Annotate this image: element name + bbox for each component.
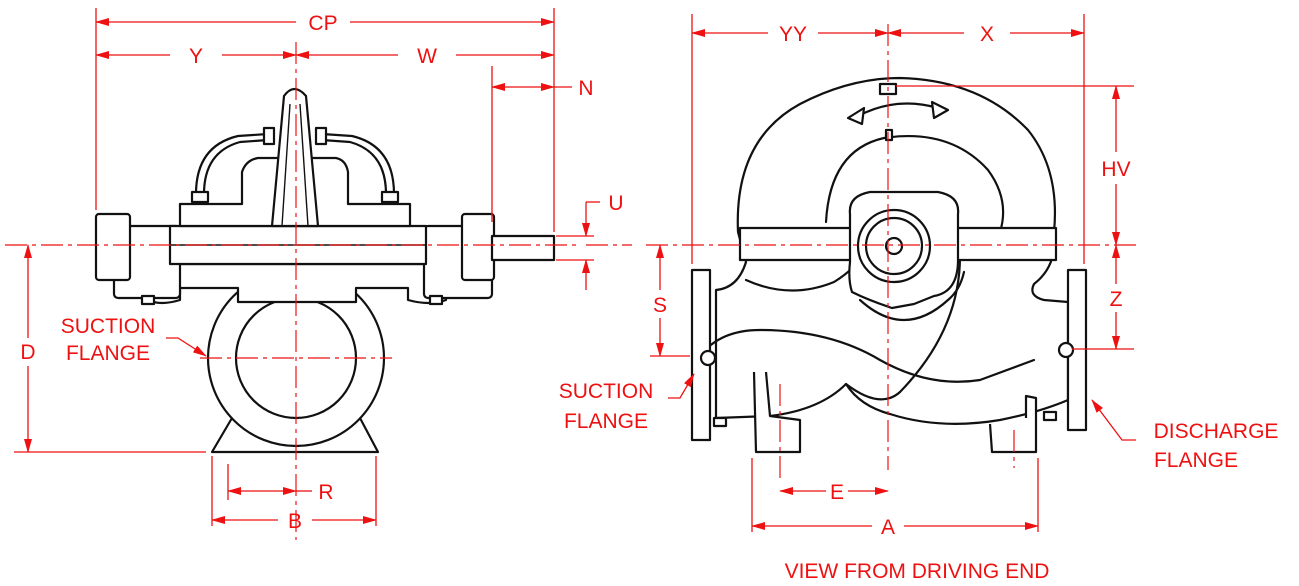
rotation-arrow bbox=[856, 102, 940, 118]
suction-flange-right-line1: SUCTION bbox=[559, 380, 654, 403]
label-d: D bbox=[20, 341, 35, 364]
label-yy: YY bbox=[779, 23, 807, 46]
end-view-dims bbox=[650, 14, 1136, 532]
label-a: A bbox=[881, 516, 895, 539]
seal-pipe-left bbox=[194, 132, 270, 196]
label-x: X bbox=[980, 23, 994, 46]
shaft bbox=[490, 234, 556, 262]
foot-left bbox=[752, 371, 802, 454]
label-s: S bbox=[653, 294, 667, 317]
label-cp: CP bbox=[308, 12, 337, 35]
end-view bbox=[690, 76, 1088, 454]
foot-right bbox=[988, 394, 1038, 454]
label-r: R bbox=[318, 481, 333, 504]
label-e: E bbox=[830, 481, 844, 504]
seal-pipe-right bbox=[320, 132, 396, 196]
bearing-cap-left bbox=[94, 212, 132, 282]
caption: VIEW FROM DRIVING END bbox=[785, 560, 1050, 583]
discharge-flange-line2: FLANGE bbox=[1154, 449, 1238, 472]
label-z: Z bbox=[1110, 288, 1123, 311]
side-view-dims bbox=[14, 8, 600, 526]
label-hv: HV bbox=[1101, 158, 1130, 181]
suction-flange-left-line1: SUCTION bbox=[61, 315, 156, 338]
label-u: U bbox=[608, 192, 623, 215]
discharge-flange-line1: DISCHARGE bbox=[1154, 420, 1279, 443]
dimension-labels: CP Y W N U D SUCTION FLANGE R B YY X HV … bbox=[16, 10, 1278, 583]
vent-tower bbox=[270, 87, 320, 228]
side-view bbox=[94, 87, 556, 454]
label-y: Y bbox=[189, 45, 203, 68]
suction-flange-right-line2: FLANGE bbox=[564, 410, 648, 433]
casing-lower bbox=[146, 262, 448, 305]
bearing-cap-right bbox=[460, 212, 496, 282]
label-n: N bbox=[578, 77, 593, 100]
suction-flange-left-line2: FLANGE bbox=[66, 342, 150, 365]
label-b: B bbox=[288, 510, 302, 533]
label-w: W bbox=[417, 45, 437, 68]
